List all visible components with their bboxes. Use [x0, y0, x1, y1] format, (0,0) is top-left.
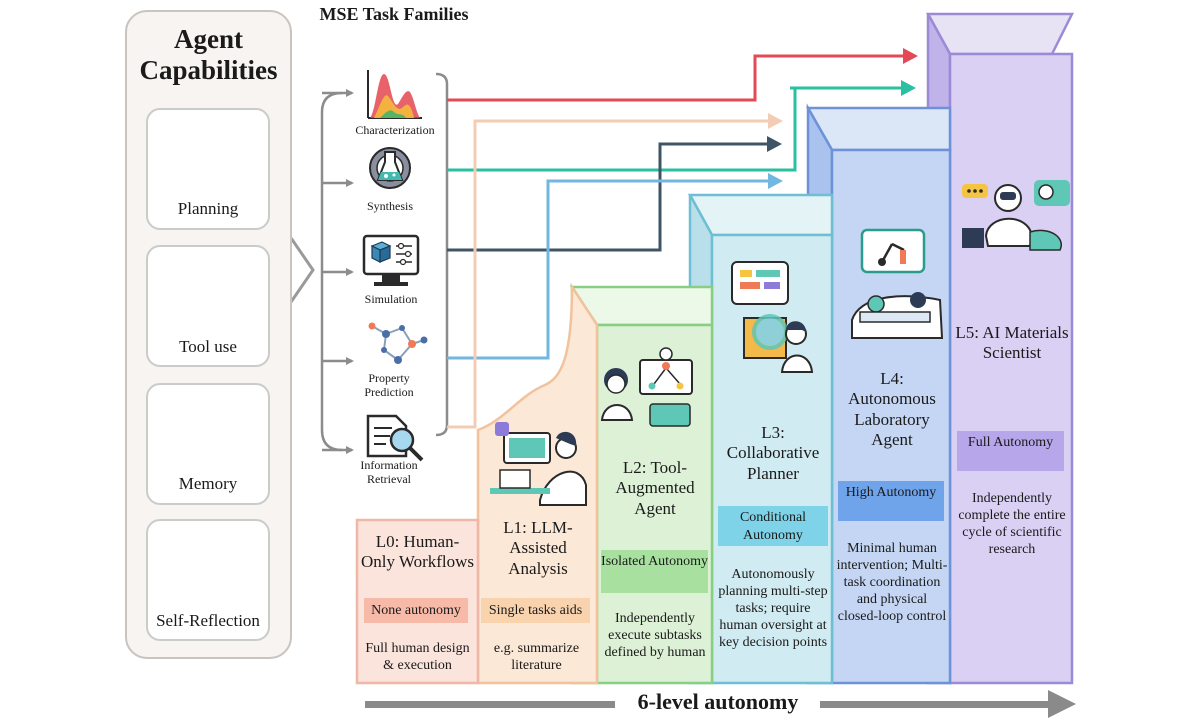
- level-0-title: L0: Human-Only Workflows: [360, 532, 475, 572]
- task-label-property-prediction: Property Prediction: [364, 371, 414, 399]
- capability-card-planning: [146, 108, 270, 230]
- scientist-laptop-illustration: [490, 422, 587, 506]
- computer-cube-icon: [362, 234, 420, 286]
- badge-bg-l1: [481, 598, 590, 623]
- arrow-characterization: [447, 48, 918, 102]
- capability-label-memory: Memory: [178, 474, 238, 493]
- capability-chevron: [289, 237, 315, 303]
- task-bracket-right: [435, 72, 449, 437]
- badge-bg-l3: [718, 506, 828, 546]
- capability-label-tool-use: Tool use: [179, 337, 237, 356]
- badge-bg-l5: [957, 431, 1064, 471]
- autonomy-axis-label: 6-level autonomy: [616, 689, 820, 715]
- robot-lab-illustration: [851, 228, 944, 339]
- autonomy-axis-arrow: [365, 690, 1076, 718]
- ai-scientist-illustration: [962, 180, 1070, 251]
- level-1-column: [476, 282, 599, 685]
- level-0-autonomy-badge: None autonomy: [371, 603, 461, 618]
- capability-card-self-reflection: [146, 519, 270, 641]
- level-4-title: L4: Autonomous Laboratory Agent: [848, 369, 936, 450]
- task-label-synthesis: Synthesis: [366, 199, 413, 213]
- task-label-simulation: Simulation: [364, 292, 418, 306]
- level-1-autonomy-badge: Single tasks aids: [488, 603, 583, 618]
- badge-bg-l2: [601, 550, 708, 593]
- level-3-title: L3: Collaborative Planner: [726, 423, 820, 483]
- arrow-simulation: [447, 136, 782, 252]
- flask-gear-icon: [369, 147, 411, 189]
- level-5-description: Independently complete the entire cycle …: [958, 491, 1066, 558]
- level-1-description: e.g. summarize literature: [493, 641, 580, 674]
- level-2-title: L2: Tool-Augmented Agent: [615, 458, 695, 518]
- task-label-characterization: Characterization: [355, 123, 435, 137]
- badge-bg-l0: [364, 598, 468, 623]
- tool-network-illustration: [600, 347, 693, 427]
- level-2-autonomy-badge: Isolated Autonomy: [601, 554, 708, 569]
- level-1-title: L1: LLM-Assisted Analysis: [503, 518, 573, 578]
- capability-card-tool-use: [146, 245, 270, 367]
- level-3-description: Autonomously planning multi-step tasks; …: [718, 567, 828, 651]
- level-3-autonomy-badge: Conditional Autonomy: [739, 510, 807, 543]
- level-5-autonomy-badge: Full Autonomy: [967, 435, 1054, 450]
- capabilities-title: Agent Capabilities: [139, 24, 278, 86]
- capability-label-planning: Planning: [177, 199, 239, 218]
- document-magnifier-icon: [366, 414, 424, 462]
- capability-label-self-reflection: Self-Reflection: [156, 611, 260, 630]
- collaborative-planner-illustration: [731, 261, 814, 373]
- spectrum-chart-icon: [367, 70, 422, 119]
- task-bracket-left: [320, 89, 354, 454]
- level-5-title: L5: AI Materials Scientist: [955, 323, 1069, 363]
- level-0-description: Full human design & execution: [365, 641, 470, 674]
- badge-bg-l4: [838, 481, 944, 521]
- task-label-information-retrieval: Information Retrieval: [360, 458, 418, 486]
- capability-card-memory: [146, 383, 270, 505]
- arrow-property: [447, 173, 783, 360]
- molecule-icon: [368, 322, 428, 364]
- level-4-description: Minimal human intervention; Multi-task c…: [836, 541, 948, 625]
- arrow-synthesis: [447, 80, 916, 172]
- level-2-description: Independently execute subtasks defined b…: [604, 611, 706, 661]
- task-families-title: MSE Task Families: [319, 4, 469, 24]
- level-4-autonomy-badge: High Autonomy: [845, 485, 937, 500]
- arrow-retrieval: [447, 113, 783, 429]
